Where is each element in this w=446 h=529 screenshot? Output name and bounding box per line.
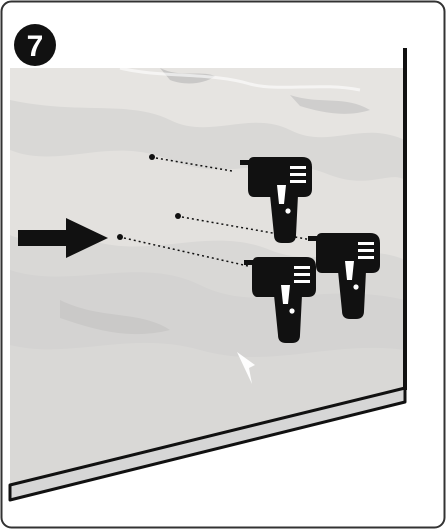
hole-dot-marker [117, 234, 123, 240]
hole-dot-marker [149, 154, 155, 160]
step-number: 7 [27, 30, 44, 63]
step-number-badge: 7 [14, 24, 56, 66]
floor-baseboard [8, 386, 407, 502]
hole-dot-marker [175, 213, 181, 219]
right-arrow-icon [18, 218, 108, 258]
drill-guide-line [123, 237, 249, 267]
